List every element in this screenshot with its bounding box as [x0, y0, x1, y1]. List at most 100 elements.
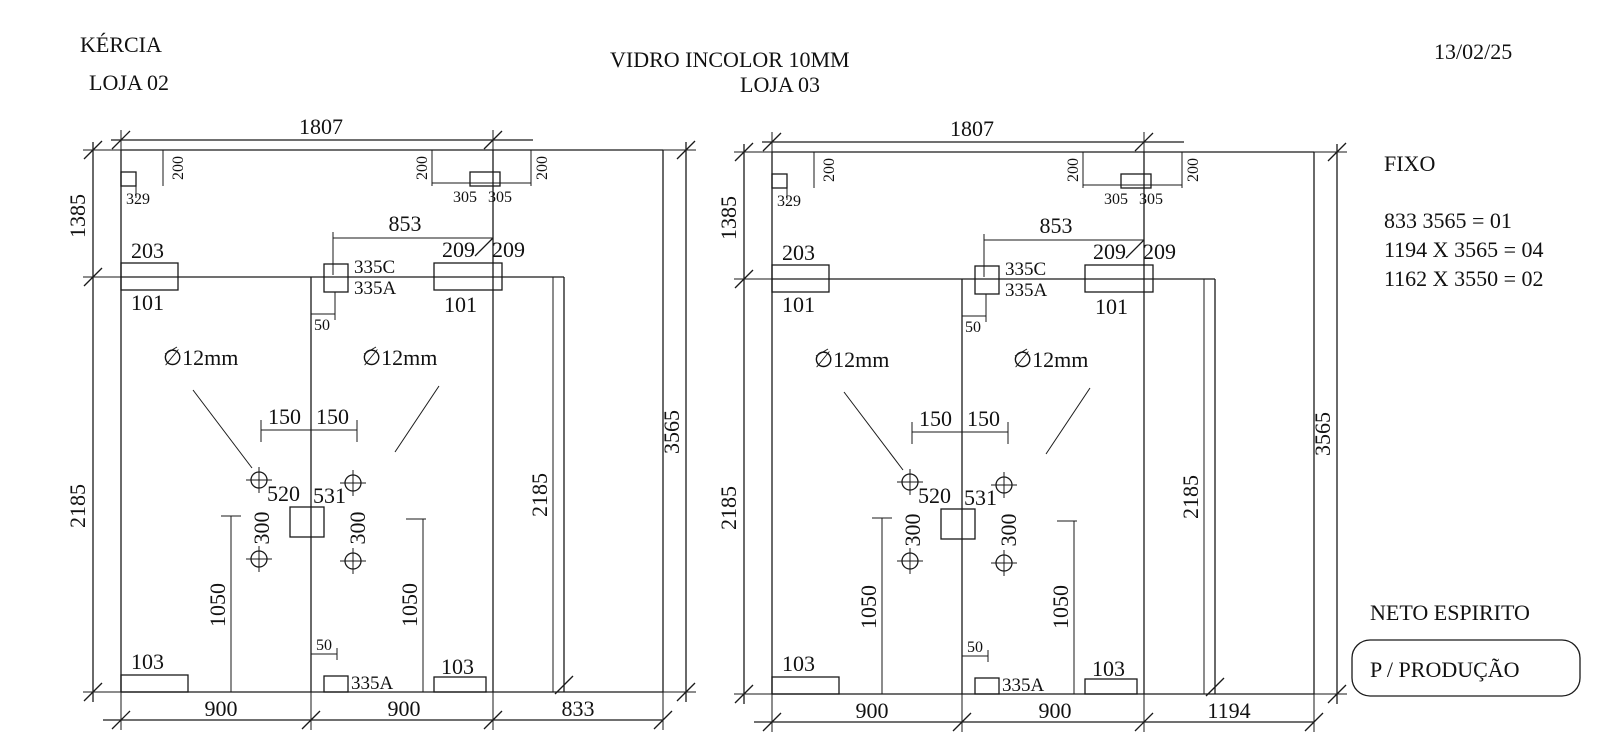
production-stamp: P / PRODUÇÃO [1370, 657, 1520, 682]
dim-lower-height: 2185 [65, 484, 90, 528]
lock-center-right-label: 531 [313, 483, 346, 508]
hinge-tl-top-label: 203 [782, 240, 815, 265]
dim-lower-height: 2185 [716, 486, 741, 530]
hinge-top-left [771, 264, 830, 293]
lock-bottom [974, 677, 1000, 695]
author-name: NETO ESPIRITO [1370, 600, 1530, 625]
hinge-top-left [120, 262, 179, 291]
drawing-title: VIDRO INCOLOR 10MM [610, 47, 850, 72]
dim-handle-right: 1050 [1048, 585, 1073, 629]
drawing-date: 13/02/25 [1434, 39, 1512, 64]
lock-bottom-label: 335A [351, 673, 394, 694]
dim-bottom-w1: 900 [205, 696, 238, 721]
hole-callout-right: ∅12mm [362, 345, 437, 370]
leader-line-right [394, 385, 440, 453]
dim-handle-right: 1050 [397, 583, 422, 627]
lock-center-left-label: 520 [918, 483, 951, 508]
hinge-top-right [1084, 264, 1154, 293]
notch-top-middle [469, 171, 501, 187]
lock-center-right-label: 531 [964, 485, 997, 510]
lock-center [289, 506, 325, 538]
leader-line-right [1045, 387, 1091, 455]
diameter-slash [815, 348, 829, 357]
dim-hole-dy-right: 300 [345, 512, 370, 545]
leader-line-left [192, 389, 253, 469]
dim-hole-dx-right: 150 [316, 404, 349, 429]
dim-50-bottom: 50 [967, 639, 983, 656]
dim-total-height: 3565 [659, 410, 684, 454]
dim-notch-mid-right-width: 305 [1139, 191, 1163, 208]
dim-bottom-w3: 1194 [1207, 698, 1250, 723]
dim-notch-left-height: 200 [170, 156, 187, 180]
dim-bottom-w2: 900 [388, 696, 421, 721]
hinge-tr-bottom-label: 101 [444, 292, 477, 317]
dim-bottom-w2: 900 [1039, 698, 1072, 723]
dim-handle-left: 1050 [205, 583, 230, 627]
dim-853: 853 [1040, 213, 1073, 238]
dim-right-height: 2185 [1178, 475, 1203, 519]
dim-notch-left-width: 329 [777, 193, 801, 210]
notch-top-left [771, 173, 788, 189]
notch-top-middle [1120, 173, 1152, 189]
dim-notch-mid-left-height: 200 [1065, 158, 1082, 182]
hinge-tr-top-a-label: 209 [442, 237, 475, 262]
hole-callout-left: ∅12mm [814, 347, 889, 372]
hole-callout-right: ∅12mm [1013, 347, 1088, 372]
dim-notch-mid-right-height: 200 [534, 156, 551, 180]
hinge-tl-bottom-label: 101 [131, 290, 164, 315]
dim-upper-height: 1385 [716, 196, 741, 240]
dim-notch-left-width: 329 [126, 191, 150, 208]
dimension-tick [474, 237, 494, 257]
hinge-tr-top-a-label: 209 [1093, 239, 1126, 264]
lock-top [323, 263, 349, 293]
hinge-bottom-right [1084, 678, 1138, 695]
hinge-br-label: 103 [441, 654, 474, 679]
dim-bottom-w3: 833 [562, 696, 595, 721]
dimension-tick [1125, 239, 1145, 259]
dim-hole-dy-left: 300 [900, 514, 925, 547]
diameter-slash [363, 346, 377, 355]
hinge-bl-label: 103 [782, 651, 815, 676]
dim-notch-mid-left-width: 305 [1104, 191, 1128, 208]
lock-bottom [323, 675, 349, 693]
diameter-slash [1014, 348, 1028, 357]
dim-hole-dx-left: 150 [919, 406, 952, 431]
dim-hole-dx-left: 150 [268, 404, 301, 429]
dim-bottom-w1: 900 [856, 698, 889, 723]
hinge-bottom-right [433, 676, 487, 693]
hinge-br-label: 103 [1092, 656, 1125, 681]
notes-line-1: 833 3565 = 01 [1384, 208, 1512, 233]
dim-notch-mid-left-width: 305 [453, 189, 477, 206]
notes-line-3: 1162 X 3550 = 02 [1384, 266, 1543, 291]
dim-total-width: 1807 [950, 116, 994, 141]
hinge-tr-top-b-label: 209 [492, 237, 525, 262]
store-label: LOJA 03 [740, 72, 820, 97]
lock-bottom-label: 335A [1002, 675, 1045, 696]
dim-50-top: 50 [965, 319, 981, 336]
dim-notch-mid-left-height: 200 [414, 156, 431, 180]
dimension-tick [554, 675, 574, 695]
hinge-tr-bottom-label: 101 [1095, 294, 1128, 319]
leader-line-left [843, 391, 904, 471]
lock-top-b-label: 335A [354, 278, 397, 299]
diameter-slash [164, 346, 178, 355]
notes-line-2: 1194 X 3565 = 04 [1384, 237, 1543, 262]
hinge-bottom-left [771, 676, 840, 695]
dim-50-bottom: 50 [316, 637, 332, 654]
hole-callout-left: ∅12mm [163, 345, 238, 370]
store-label: LOJA 02 [89, 70, 169, 95]
dim-notch-mid-right-height: 200 [1185, 158, 1202, 182]
dim-notch-left-height: 200 [821, 158, 838, 182]
dim-hole-dy-left: 300 [249, 512, 274, 545]
notes-heading: FIXO [1384, 151, 1435, 176]
dimension-tick [1205, 677, 1225, 697]
lock-center [940, 508, 976, 540]
lock-top-a-label: 335C [1005, 259, 1046, 280]
lock-top-b-label: 335A [1005, 280, 1048, 301]
dim-notch-mid-right-width: 305 [488, 189, 512, 206]
dim-right-height: 2185 [527, 473, 552, 517]
lock-top-a-label: 335C [354, 257, 395, 278]
